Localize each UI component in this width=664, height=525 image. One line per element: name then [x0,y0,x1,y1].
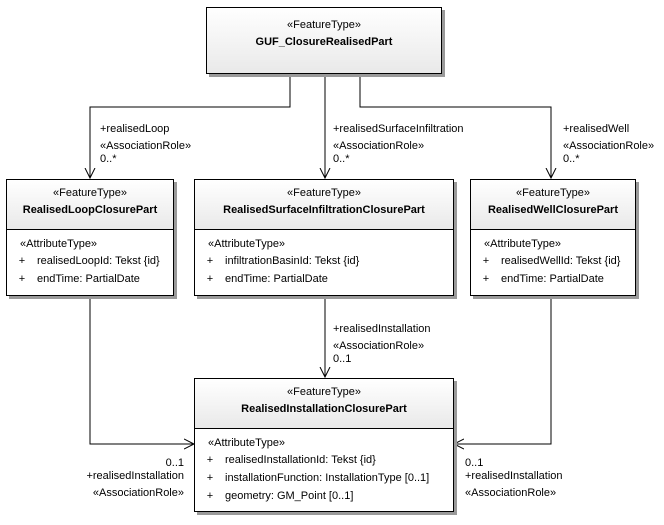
compartment-divider [195,229,453,230]
attribute-text: realisedInstallationId: Tekst {id} [225,454,376,466]
association-line-installation-right [454,296,552,444]
attribute-compartment: «AttributeType» + realisedWellId: Tekst … [471,230,635,288]
class-realised-installation-closure-part[interactable]: «FeatureType» RealisedInstallationClosur… [194,378,454,512]
class-stereotype: «FeatureType» [287,19,361,31]
role-name: +realisedInstallation [333,323,431,335]
role-multiplicity: 0..* [563,153,580,165]
compartment-divider [195,428,453,429]
attribute-stereotype: «AttributeType» [20,238,98,250]
role-multiplicity: 0..* [100,153,117,165]
visibility-marker: + [206,472,214,484]
association-line-loop [90,75,291,178]
attribute-compartment: «AttributeType» + realisedInstallationId… [195,429,453,505]
role-stereotype: «AssociationRole» [333,340,425,352]
class-realised-well-closure-part[interactable]: «FeatureType» RealisedWellClosurePart «A… [470,179,636,296]
role-multiplicity: 0..* [333,153,350,165]
attribute-row[interactable]: + infiltrationBasinId: Tekst {id} [195,252,453,270]
class-stereotype: «FeatureType» [516,187,590,199]
attribute-stereotype: «AttributeType» [208,437,286,449]
attribute-row[interactable]: + endTime: PartialDate [471,270,635,288]
attribute-row[interactable]: + endTime: PartialDate [195,270,453,288]
association-line-installation-left [89,296,194,444]
class-stereotype: «FeatureType» [53,187,127,199]
visibility-marker: + [206,255,214,267]
class-name: GUF_ClosureRealisedPart [255,36,393,48]
class-name: RealisedLoopClosurePart [22,204,158,216]
visibility-marker: + [206,273,214,285]
role-name: +realisedSurfaceInfiltration [333,123,464,135]
visibility-marker: + [206,454,214,466]
role-stereotype: «AssociationRole» [92,487,184,499]
role-stereotype: «AssociationRole» [333,140,425,152]
visibility-marker: + [18,273,26,285]
role-stereotype: «AssociationRole» [563,140,655,152]
role-multiplicity: 0..1 [165,457,184,469]
attribute-compartment: «AttributeType» + infiltrationBasinId: T… [195,230,453,288]
attribute-text: endTime: PartialDate [225,273,328,285]
attribute-text: installationFunction: InstallationType [… [225,472,430,484]
attribute-text: geometry: GM_Point [0..1] [225,490,354,502]
class-realised-surface-infiltration-closure-part[interactable]: «FeatureType» RealisedSurfaceInfiltratio… [194,179,454,296]
role-stereotype: «AssociationRole» [465,487,557,499]
role-multiplicity: 0..1 [465,457,484,469]
role-label-well: +realisedWell «AssociationRole» 0..* [563,123,654,166]
visibility-marker: + [482,273,490,285]
role-name: +realisedLoop [100,123,170,135]
role-label-installation-left: 0..1 +realisedInstallation «AssociationR… [60,457,184,500]
attribute-stereotype: «AttributeType» [484,238,562,250]
attribute-text: infiltrationBasinId: Tekst {id} [225,255,360,267]
class-name: RealisedSurfaceInfiltrationClosurePart [223,204,425,216]
visibility-marker: + [18,255,26,267]
attribute-row[interactable]: + endTime: PartialDate [7,270,173,288]
association-line-well [359,75,551,178]
compartment-divider [7,229,173,230]
attribute-text: endTime: PartialDate [37,273,140,285]
class-guf-closure-realised-part[interactable]: «FeatureType» GUF_ClosureRealisedPart [206,7,442,74]
visibility-marker: + [206,490,214,502]
role-multiplicity: 0..1 [333,353,352,365]
attribute-row[interactable]: + realisedInstallationId: Tekst {id} [195,451,453,469]
class-stereotype: «FeatureType» [287,187,361,199]
attribute-text: realisedWellId: Tekst {id} [501,255,621,267]
attribute-compartment: «AttributeType» + realisedLoopId: Tekst … [7,230,173,288]
role-label-loop: +realisedLoop «AssociationRole» 0..* [100,123,191,166]
role-label-surface: +realisedSurfaceInfiltration «Associatio… [333,123,464,166]
attribute-text: endTime: PartialDate [501,273,604,285]
role-label-installation-top: +realisedInstallation «AssociationRole» … [333,323,431,366]
attribute-row[interactable]: + realisedLoopId: Tekst {id} [7,252,173,270]
role-label-installation-right: 0..1 +realisedInstallation «AssociationR… [465,457,563,500]
class-realised-loop-closure-part[interactable]: «FeatureType» RealisedLoopClosurePart «A… [6,179,174,296]
visibility-marker: + [482,255,490,267]
attribute-row[interactable]: + geometry: GM_Point [0..1] [195,487,453,505]
role-name: +realisedInstallation [86,470,184,482]
attribute-text: realisedLoopId: Tekst {id} [37,255,160,267]
class-stereotype: «FeatureType» [287,386,361,398]
class-name: RealisedInstallationClosurePart [241,403,407,415]
class-name: RealisedWellClosurePart [487,204,618,216]
compartment-divider [471,229,635,230]
role-name: +realisedInstallation [465,470,563,482]
role-name: +realisedWell [563,123,630,135]
attribute-stereotype: «AttributeType» [208,238,286,250]
role-stereotype: «AssociationRole» [100,140,192,152]
attribute-row[interactable]: + installationFunction: InstallationType… [195,469,453,487]
attribute-row[interactable]: + realisedWellId: Tekst {id} [471,252,635,270]
